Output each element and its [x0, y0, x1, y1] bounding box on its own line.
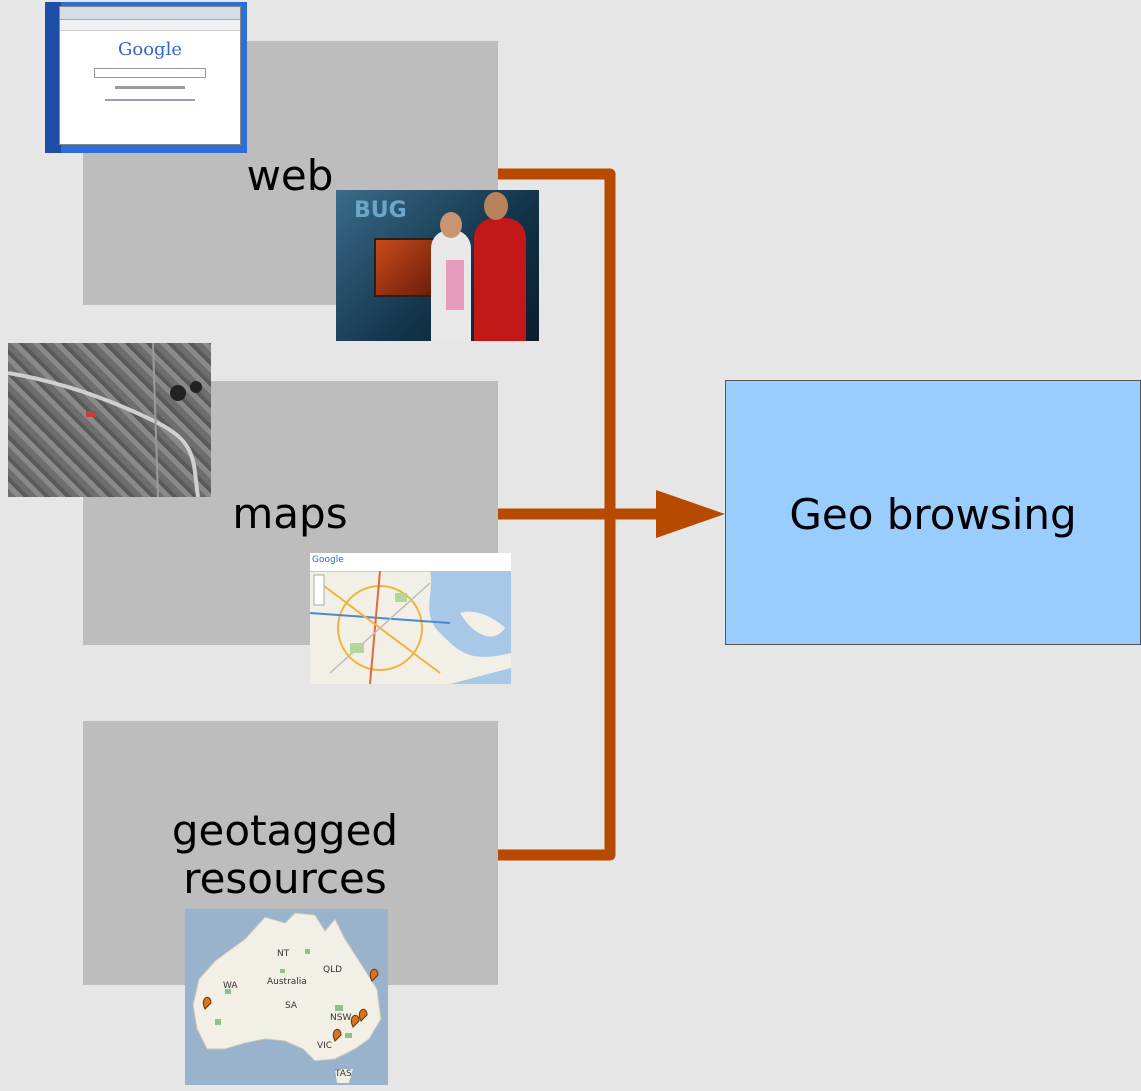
region-nsw: NSW	[330, 1013, 352, 1023]
region-wa: WA	[223, 981, 238, 991]
region-australia: Australia	[267, 977, 307, 987]
google-map-logo: Google	[312, 555, 344, 565]
region-sa: SA	[285, 1001, 298, 1011]
region-nt: NT	[277, 949, 290, 959]
region-tas: TAS	[335, 1069, 352, 1079]
region-qld: QLD	[323, 965, 343, 975]
street-map-icon: Google	[310, 553, 511, 684]
arrowhead	[656, 490, 725, 538]
bug-sign: BUG	[354, 198, 407, 223]
people-photo-icon: BUG	[336, 190, 539, 341]
geo-browsing-label: Geo browsing	[789, 490, 1077, 539]
australia-map-icon: NT QLD WA Australia SA NSW VIC TAS	[185, 909, 388, 1085]
web-label: web	[246, 151, 334, 200]
browser-screenshot-icon: Google	[45, 2, 247, 153]
region-vic: VIC	[317, 1041, 333, 1051]
google-logo: Google	[118, 39, 182, 60]
aerial-map-icon	[8, 343, 211, 497]
maps-label: maps	[232, 489, 348, 538]
geo-browsing-box: Geo browsing	[725, 380, 1141, 645]
geotagged-label: geotagged resources	[171, 806, 399, 903]
